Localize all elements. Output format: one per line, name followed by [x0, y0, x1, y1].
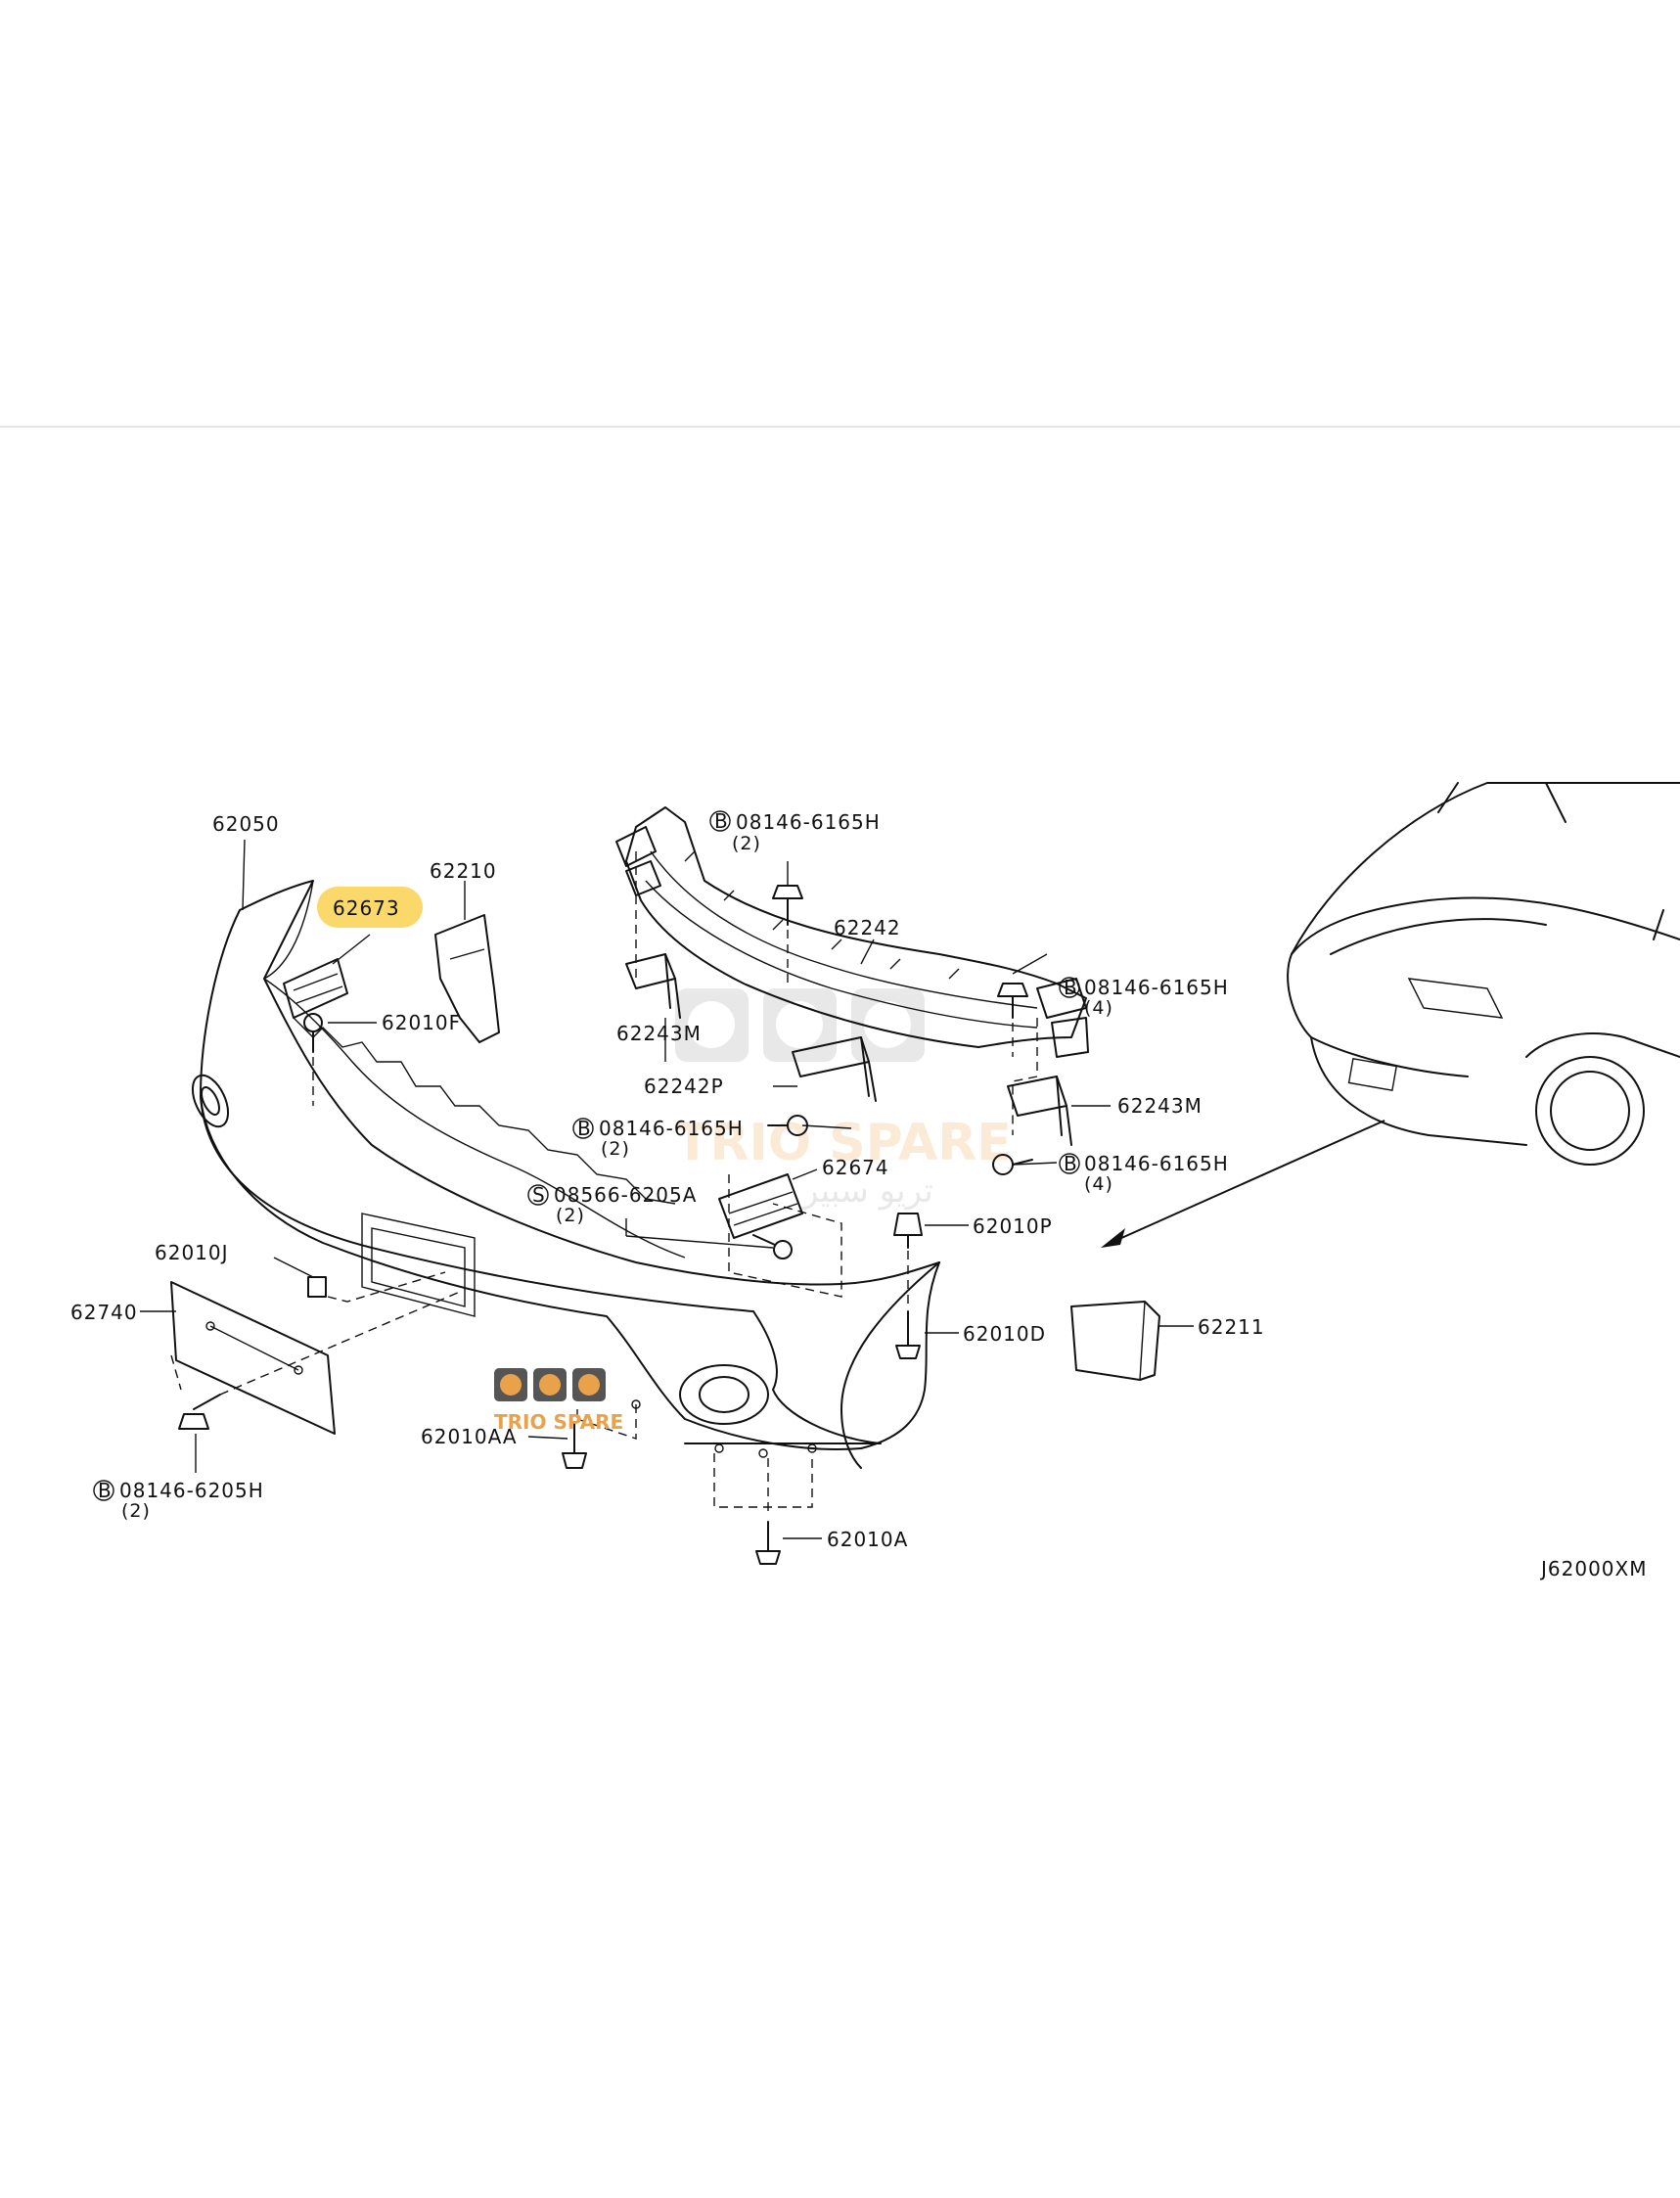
watermark-brand: TRIO SPARE [675, 1114, 1012, 1172]
watermark-small: TRIO SPARE [494, 1368, 623, 1434]
label-08146-bl-qty: (2) [121, 1500, 151, 1522]
label-62210: 62210 [430, 859, 497, 883]
highlight-62673 [317, 887, 423, 928]
label-62010J: 62010J [155, 1241, 229, 1264]
label-62010A: 62010A [827, 1528, 908, 1551]
label-62211: 62211 [1198, 1315, 1265, 1339]
license-plate-bracket-62740 [170, 1281, 336, 1435]
label-08146-r2-qty: (4) [1084, 1173, 1113, 1195]
guide-lines [170, 851, 1038, 1517]
label-62243M-right: 62243M [1117, 1094, 1203, 1118]
screw-marker: S [532, 1183, 546, 1207]
bracket-62674 [718, 1173, 803, 1239]
bolt-marker-mid: B [577, 1117, 592, 1140]
label-62242: 62242 [834, 916, 901, 939]
label-62242P: 62242P [644, 1075, 724, 1098]
label-08146-mid-qty: (2) [601, 1138, 630, 1160]
bolt-marker-top: B [714, 809, 729, 833]
label-08146-top-qty: (2) [732, 833, 761, 854]
label-08146-top: 08146-6165H [736, 810, 881, 834]
label-62010AA: 62010AA [421, 1425, 518, 1448]
label-62740: 62740 [70, 1301, 138, 1324]
direction-arrow [1101, 1120, 1385, 1248]
stay-62243M-left [625, 953, 681, 1019]
part-labels: 62050 62673 62210 62010F 08146-6165H (2)… [70, 810, 1647, 1580]
label-08146-r1-qty: (4) [1084, 997, 1113, 1019]
bolt-marker-bl: B [98, 1479, 113, 1502]
label-62674: 62674 [822, 1156, 889, 1179]
bolt-marker-r2: B [1064, 1152, 1078, 1175]
label-08146-bl: 08146-6205H [119, 1479, 264, 1502]
label-08566: 08566-6205A [554, 1183, 697, 1207]
label-62010P: 62010P [973, 1214, 1053, 1238]
stay-62242P [792, 1036, 877, 1102]
bumper-fascia [191, 880, 940, 1469]
watermark-small-brand: TRIO SPARE [494, 1410, 623, 1434]
label-62010F: 62010F [382, 1011, 461, 1034]
bolt-marker-r1: B [1064, 976, 1078, 999]
watermark-center: TRIO SPARE تريو سبير [675, 988, 1012, 1211]
fasteners [178, 885, 1033, 1565]
diagram-code: J62000XM [1539, 1557, 1647, 1580]
label-62010D: 62010D [963, 1322, 1046, 1346]
label-08146-r1: 08146-6165H [1084, 976, 1229, 999]
bracket-62673 [283, 958, 348, 1019]
label-62050: 62050 [212, 812, 280, 836]
callout-markers: B B B B S B [93, 809, 1080, 1502]
label-08566-qty: (2) [556, 1205, 585, 1226]
leader-lines [140, 839, 1194, 1539]
label-62673: 62673 [333, 896, 400, 920]
label-62243M-left: 62243M [616, 1022, 702, 1045]
label-08146-r2: 08146-6165H [1084, 1152, 1229, 1175]
corner-piece-62211 [1070, 1301, 1160, 1381]
vehicle-illustration [1287, 782, 1680, 1166]
label-08146-mid: 08146-6165H [599, 1117, 744, 1140]
watermark-arabic: تريو سبير [800, 1171, 933, 1211]
stay-62243M-right [1007, 1076, 1072, 1146]
side-bracket-62210 [434, 914, 500, 1043]
